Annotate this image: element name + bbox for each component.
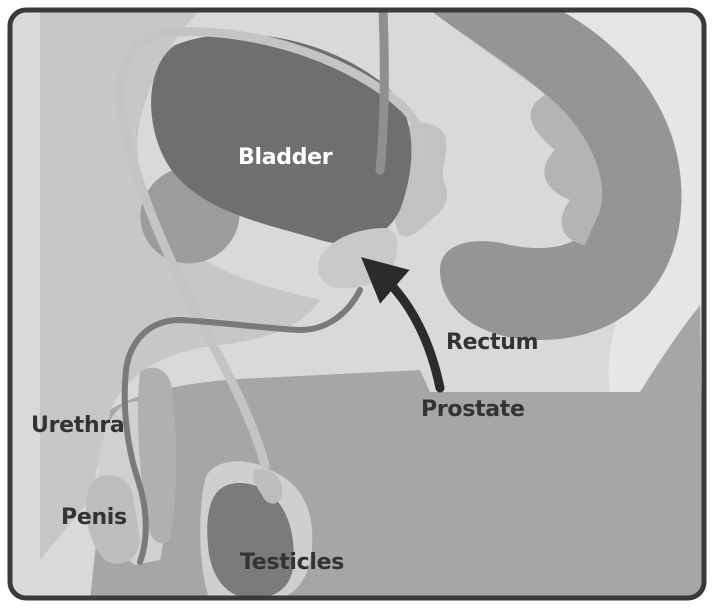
label-rectum: Rectum <box>446 330 538 355</box>
label-urethra: Urethra <box>31 413 124 438</box>
label-bladder: Bladder <box>238 145 333 170</box>
label-prostate: Prostate <box>421 397 525 422</box>
ureter <box>380 10 384 170</box>
label-testicles: Testicles <box>240 550 344 575</box>
label-penis: Penis <box>61 505 127 530</box>
